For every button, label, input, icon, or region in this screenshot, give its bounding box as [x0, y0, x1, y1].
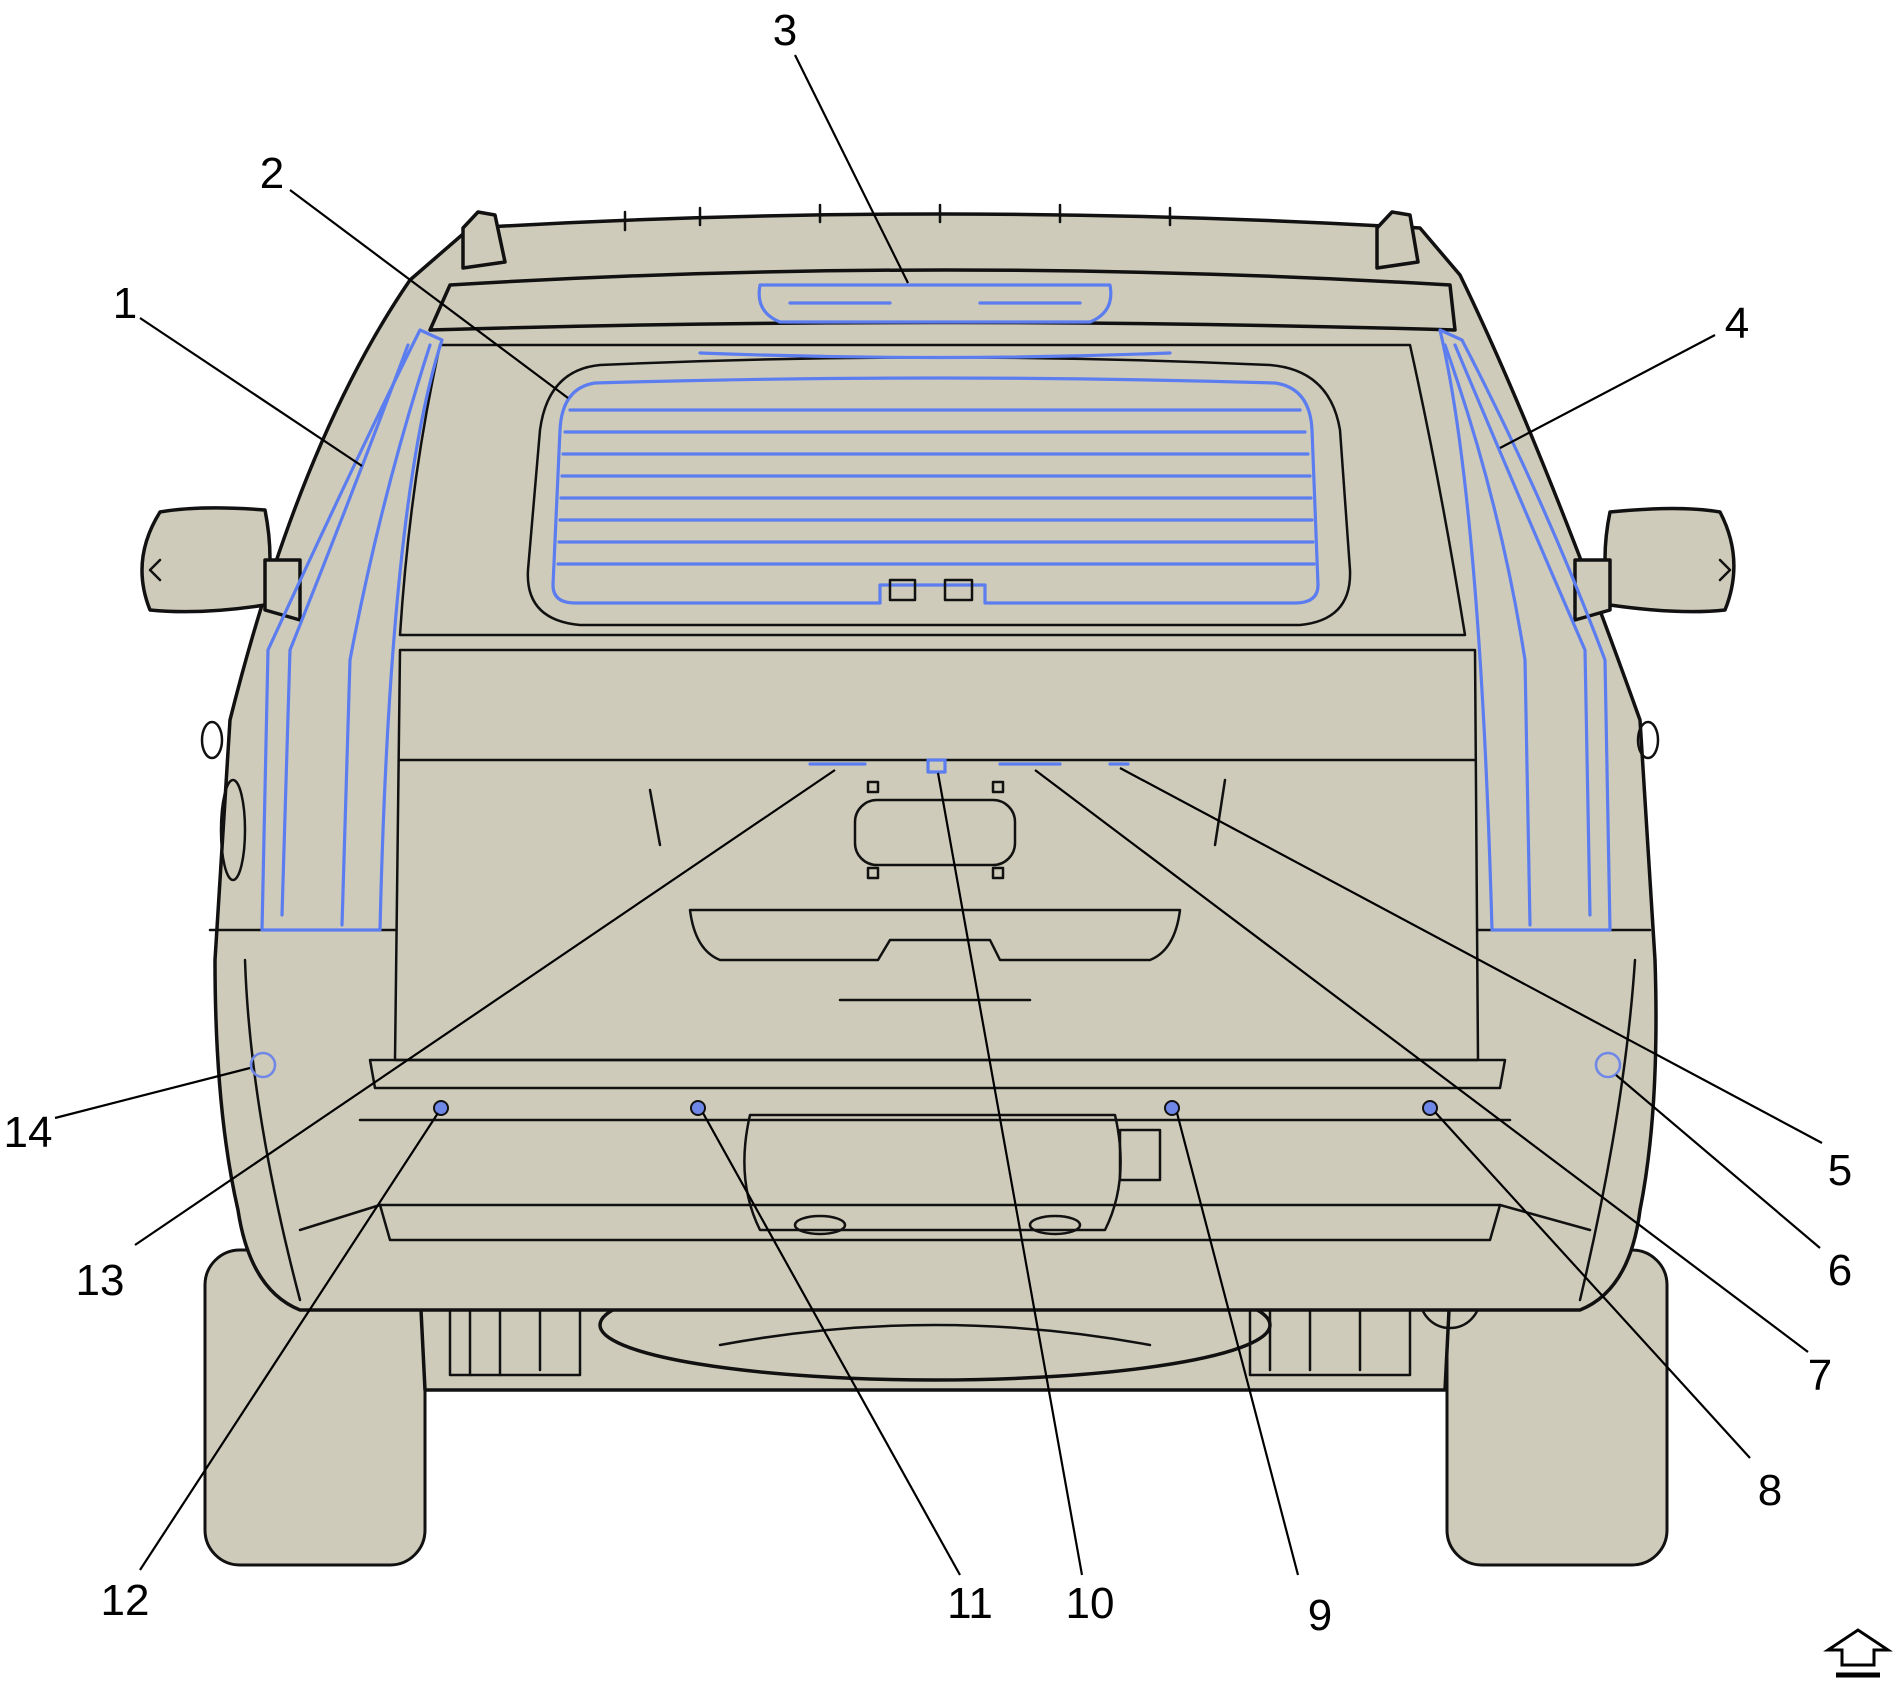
park-sensor-11 [690, 1100, 706, 1116]
callout-5: 5 [1828, 1146, 1852, 1195]
side-sensor-14 [249, 1051, 277, 1079]
callout-13: 13 [76, 1256, 125, 1305]
callout-7: 7 [1808, 1351, 1832, 1400]
callout-9: 9 [1308, 1591, 1332, 1640]
park-sensor-9 [1164, 1100, 1180, 1116]
vehicle-body [140, 203, 1736, 1312]
callout-12: 12 [101, 1576, 150, 1625]
tires [203, 1248, 1669, 1567]
park-sensor-12 [433, 1100, 449, 1116]
callout-1: 1 [113, 279, 137, 328]
callout-11: 11 [947, 1579, 993, 1628]
left-tail-lamp [260, 328, 444, 932]
tailgate-camera-10 [926, 758, 947, 774]
callout-2: 2 [260, 149, 284, 198]
tailgate-handle [688, 908, 1182, 962]
side-sensor-6 [1594, 1051, 1622, 1079]
license-plate-pocket [853, 798, 1017, 867]
callout-14: 14 [4, 1108, 53, 1157]
callout-4: 4 [1725, 299, 1749, 348]
rear-window-defogger [551, 376, 1320, 605]
highlighted-components [249, 283, 1622, 1116]
callout-8: 8 [1758, 1466, 1782, 1515]
callout-6: 6 [1828, 1246, 1852, 1295]
high-mount-stop-lamp [757, 283, 1113, 324]
forward-arrow-icon [1823, 1628, 1893, 1678]
leader-lines [54, 54, 1823, 1576]
callout-10: 10 [1066, 1579, 1115, 1628]
right-tail-lamp [1438, 328, 1612, 932]
park-sensor-8 [1422, 1100, 1438, 1116]
right-mirror [1603, 506, 1736, 614]
callout-3: 3 [773, 6, 797, 55]
callouts: 1 2 3 4 5 6 7 8 9 10 11 12 13 14 [4, 6, 1853, 1640]
